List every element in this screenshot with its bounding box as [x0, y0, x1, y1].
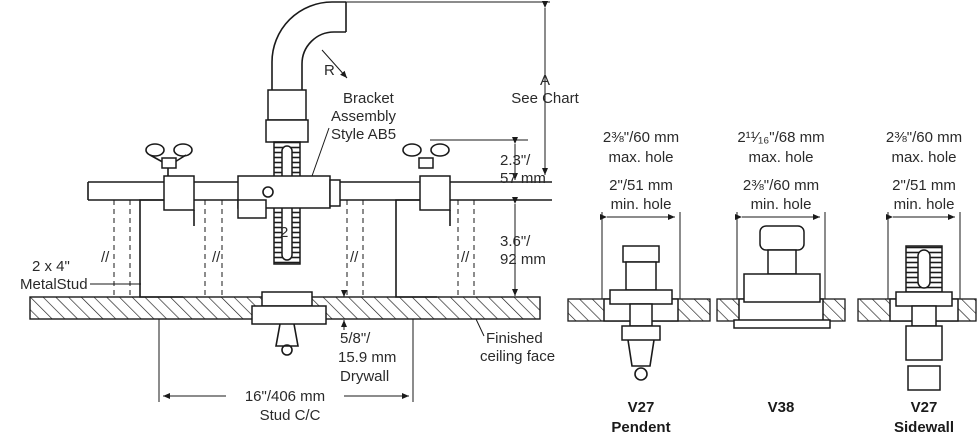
svg-text:Bracket: Bracket	[343, 90, 395, 107]
stud-dashed-lines: // // // //	[101, 200, 475, 297]
svg-text:2⅜"/60 mm: 2⅜"/60 mm	[886, 129, 962, 146]
stud-label: 2 x 4" MetalStud	[20, 258, 141, 293]
svg-text:Assembly: Assembly	[331, 108, 397, 125]
svg-text:MetalStud: MetalStud	[20, 276, 88, 293]
hex-nut	[265, 119, 309, 143]
svg-text:max. hole: max. hole	[608, 149, 673, 166]
dim-a: A See Chart	[346, 1, 580, 175]
dim-a-note: See Chart	[511, 90, 579, 107]
dim-lower-value: 3.6"/	[500, 233, 531, 250]
bracket-clip	[237, 199, 267, 219]
dim-lower: 3.6"/ 92 mm	[500, 197, 546, 296]
svg-text:min. hole: min. hole	[751, 196, 812, 213]
metal-stud-right	[395, 199, 437, 298]
dim-upper-value: 2.3"/	[500, 152, 531, 169]
stud-spacing-dim: 16"/406 mm Stud C/C	[158, 319, 414, 424]
radius-label: R	[324, 62, 335, 79]
left-assembly: // // // //	[20, 1, 580, 424]
bracket-label: Bracket Assembly Style AB5	[311, 90, 397, 177]
svg-text:Style AB5: Style AB5	[331, 126, 396, 143]
sprinkler-frame	[275, 323, 299, 347]
svg-text:5/8"/: 5/8"/	[340, 330, 371, 347]
svg-text:15.9 mm: 15.9 mm	[338, 349, 396, 366]
dim-upper-unit: 57 mm	[500, 170, 546, 187]
set-screw	[262, 186, 274, 198]
ceiling-face-label: Finished ceiling face	[475, 318, 555, 365]
drywall-label: 5/8"/ 15.9 mm Drywall	[338, 290, 396, 385]
svg-text:V38: V38	[768, 399, 795, 416]
svg-text:2 x 4": 2 x 4"	[32, 258, 70, 275]
svg-text:2¹¹⁄₁₆"/68 mm: 2¹¹⁄₁₆"/68 mm	[737, 129, 824, 146]
svg-text:2"/51 mm: 2"/51 mm	[892, 177, 956, 194]
coupling	[267, 89, 307, 121]
stud-spacing-note: Stud C/C	[260, 407, 321, 424]
dim-upper: 2.3"/ 57 mm	[430, 137, 546, 187]
sprinkler-bulb	[281, 344, 293, 356]
dim-lower-unit: 92 mm	[500, 251, 546, 268]
detail-v27-sidewall: 2⅜"/60 mm max. hole 2"/51 mm min. hole V…	[857, 129, 977, 436]
svg-text:V27: V27	[911, 399, 938, 416]
svg-text:max. hole: max. hole	[891, 149, 956, 166]
svg-text:Finished: Finished	[486, 330, 543, 347]
svg-text:2⅜"/60 mm: 2⅜"/60 mm	[603, 129, 679, 146]
svg-text:2⅜"/60 mm: 2⅜"/60 mm	[743, 177, 819, 194]
elbow-pipe: R	[271, 1, 348, 90]
metal-stud-left	[139, 199, 183, 298]
escutcheon	[251, 305, 327, 325]
detail-v27-pendent: 2⅜"/60 mm max. hole 2"/51 mm min. hole V…	[567, 129, 711, 436]
bracket-tab	[329, 179, 341, 207]
stud-spacing-value: 16"/406 mm	[245, 388, 325, 405]
svg-text:ceiling face: ceiling face	[480, 348, 555, 365]
reducer	[261, 291, 313, 307]
clamp-right	[402, 143, 451, 226]
svg-text:min. hole: min. hole	[611, 196, 672, 213]
clamp-left	[145, 143, 195, 226]
svg-text://: //	[461, 249, 470, 266]
svg-text:V27: V27	[628, 399, 655, 416]
dim-a-letter: A	[540, 72, 550, 89]
svg-text:2: 2	[280, 224, 288, 241]
svg-text:min. hole: min. hole	[894, 196, 955, 213]
svg-text://: //	[101, 249, 110, 266]
svg-text://: //	[212, 249, 221, 266]
svg-text:max. hole: max. hole	[748, 149, 813, 166]
svg-text:2"/51 mm: 2"/51 mm	[609, 177, 673, 194]
detail-v38: 2¹¹⁄₁₆"/68 mm max. hole 2⅜"/60 mm min. h…	[716, 129, 846, 416]
svg-text://: //	[350, 249, 359, 266]
svg-text:Drywall: Drywall	[340, 368, 389, 385]
svg-text:Pendent: Pendent	[611, 419, 670, 436]
svg-text:Sidewall: Sidewall	[894, 419, 954, 436]
